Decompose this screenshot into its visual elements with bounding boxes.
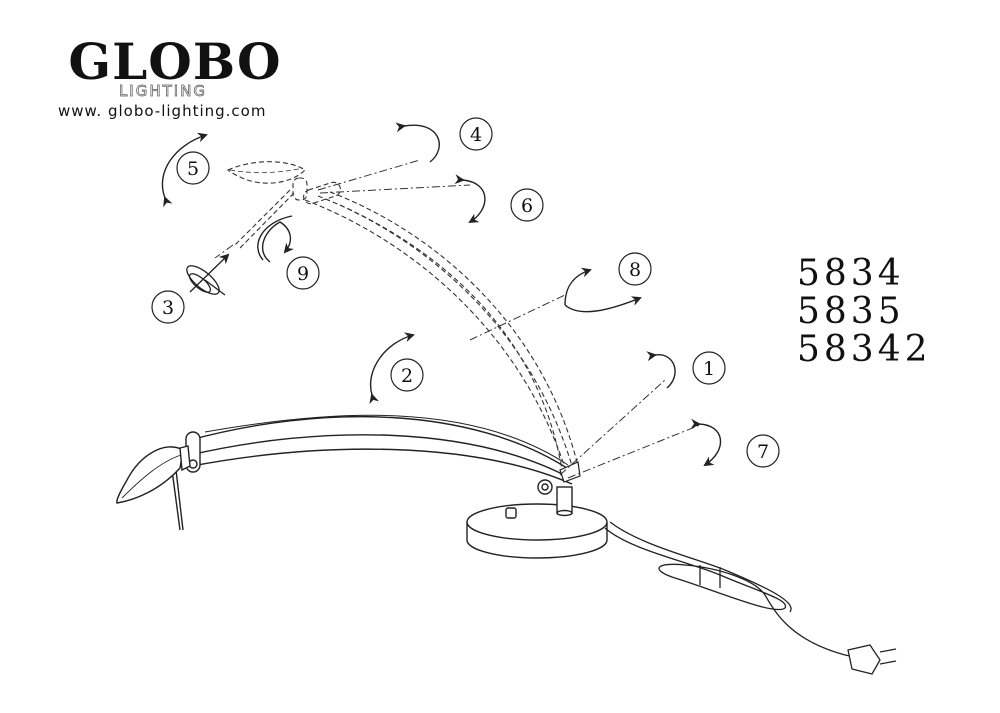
callout-number: 8	[629, 259, 641, 281]
dimmer-knob	[505, 507, 517, 519]
model-number: 5835	[797, 291, 905, 332]
callout-5: 5	[176, 151, 210, 185]
model-number: 58342	[797, 329, 932, 370]
power-plug	[847, 644, 897, 675]
callout-3: 3	[151, 290, 185, 324]
model-number: 5834	[797, 253, 905, 294]
lamp-base	[466, 503, 608, 559]
lens-assembly	[186, 253, 230, 296]
arm-base-joint	[559, 461, 581, 483]
brand-url: www. globo-lighting.com	[58, 102, 267, 120]
rotation-arrows	[161, 122, 722, 467]
callout-number: 9	[297, 263, 309, 285]
callout-9: 9	[286, 256, 320, 290]
alternate-head-position	[226, 161, 341, 249]
callout-4: 4	[459, 117, 493, 151]
alternate-arm-position	[304, 191, 578, 471]
callout-8: 8	[618, 252, 652, 286]
callout-1: 1	[692, 351, 726, 385]
brand-name: GLOBO	[68, 32, 282, 91]
model-numbers: 5834 5835 58342	[797, 255, 957, 369]
callout-number: 5	[187, 158, 199, 180]
leader-lines	[214, 159, 701, 479]
brand-logo: GLOBO LIGHTING www. globo-lighting.com	[50, 35, 310, 125]
lamp-head	[116, 445, 191, 504]
callout-number: 3	[162, 297, 174, 319]
lamp-stem	[537, 479, 573, 517]
callout-2: 2	[390, 358, 424, 392]
callout-6: 6	[510, 188, 544, 222]
brand-subtitle: LIGHTING	[118, 82, 208, 100]
callout-number: 4	[470, 124, 482, 146]
callout-number: 6	[521, 195, 533, 217]
power-cord	[604, 521, 861, 659]
lamp-arm	[189, 414, 573, 485]
callout-number: 2	[401, 365, 413, 387]
callout-number: 7	[757, 441, 769, 463]
callout-number: 1	[703, 358, 715, 380]
callout-7: 7	[746, 434, 780, 468]
